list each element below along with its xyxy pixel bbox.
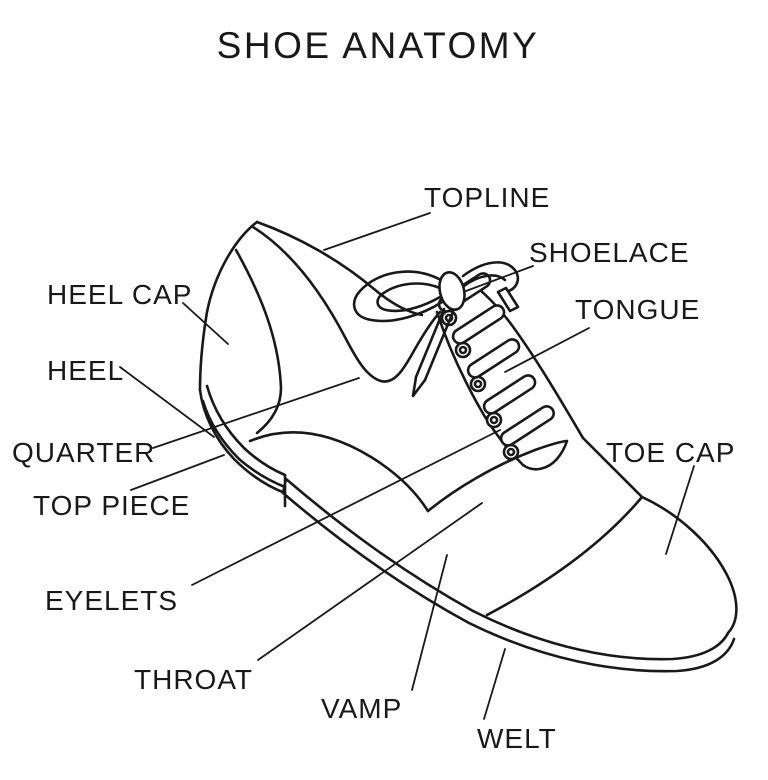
- label-tongue: TONGUE: [575, 294, 700, 325]
- leader-heel: [119, 366, 215, 438]
- shoe-topline-edge: [255, 220, 424, 317]
- label-toe-cap: TOE CAP: [606, 437, 735, 468]
- label-heel: HEEL: [47, 355, 124, 386]
- shoe-heel-cap-seam: [234, 248, 283, 435]
- label-top-piece: TOP PIECE: [33, 490, 190, 521]
- bow-hanging-aglet: [411, 375, 427, 398]
- leader-quarter: [152, 377, 360, 449]
- leader-lines: [119, 212, 695, 720]
- bow-left-loop-outer: [352, 270, 444, 323]
- bow-right-end-outer: [461, 261, 520, 293]
- label-quarter: QUARTER: [12, 437, 155, 468]
- shoe-welt-line: [284, 477, 730, 661]
- label-eyelets: EYELETS: [45, 585, 178, 616]
- bow-knot: [438, 271, 466, 311]
- shoe-instep-edge: [581, 436, 644, 499]
- leader-tongue: [504, 327, 590, 373]
- shoe-heel-breast: [281, 473, 288, 508]
- diagram-title: SHOE ANATOMY: [217, 25, 540, 66]
- shoe-quarter-bottom-seam: [248, 431, 430, 513]
- shoe-topline-inner-dip: [251, 225, 442, 383]
- leader-throat: [257, 502, 483, 661]
- leader-welt: [483, 648, 506, 720]
- shoe-top-piece-line: [201, 399, 287, 489]
- leader-top-piece: [130, 454, 225, 491]
- shoe-lace-panel-right-edge: [468, 280, 585, 440]
- shoe-lace-panel-tip: [521, 439, 569, 471]
- label-heel-cap: HEEL CAP: [47, 279, 192, 310]
- shoe-heel-outer-edge: [198, 388, 287, 495]
- leader-eyelets: [191, 429, 501, 586]
- shoe-toe-cap-seam: [485, 495, 644, 617]
- shoe-sole-edge: [281, 491, 736, 673]
- part-labels: TOPLINE SHOELACE TONGUE HEEL CAP HEEL QU…: [12, 182, 735, 754]
- label-shoelace: SHOELACE: [529, 237, 690, 268]
- leader-toe-cap: [665, 465, 695, 555]
- label-throat: THROAT: [134, 664, 253, 695]
- label-topline: TOPLINE: [424, 182, 550, 213]
- shoe-back-edge: [198, 220, 259, 392]
- leader-topline: [323, 212, 431, 251]
- shoe-bow: [352, 261, 520, 398]
- bow-left-loop-inner: [376, 282, 442, 313]
- shoe-vamp-throat-edge: [426, 439, 568, 513]
- shoe-toe-outline: [640, 495, 738, 635]
- label-welt: WELT: [477, 723, 557, 754]
- leader-vamp: [411, 554, 448, 691]
- label-vamp: VAMP: [321, 693, 402, 724]
- shoe-heel-inner-edge: [205, 384, 287, 477]
- leader-heel-cap: [182, 302, 229, 345]
- bow-hanging-end-right: [423, 310, 455, 382]
- leader-shoelace: [465, 265, 534, 292]
- shoe-drawing: [198, 220, 738, 673]
- bow-right-aglet: [496, 286, 520, 313]
- bow-hanging-end-left: [414, 307, 446, 379]
